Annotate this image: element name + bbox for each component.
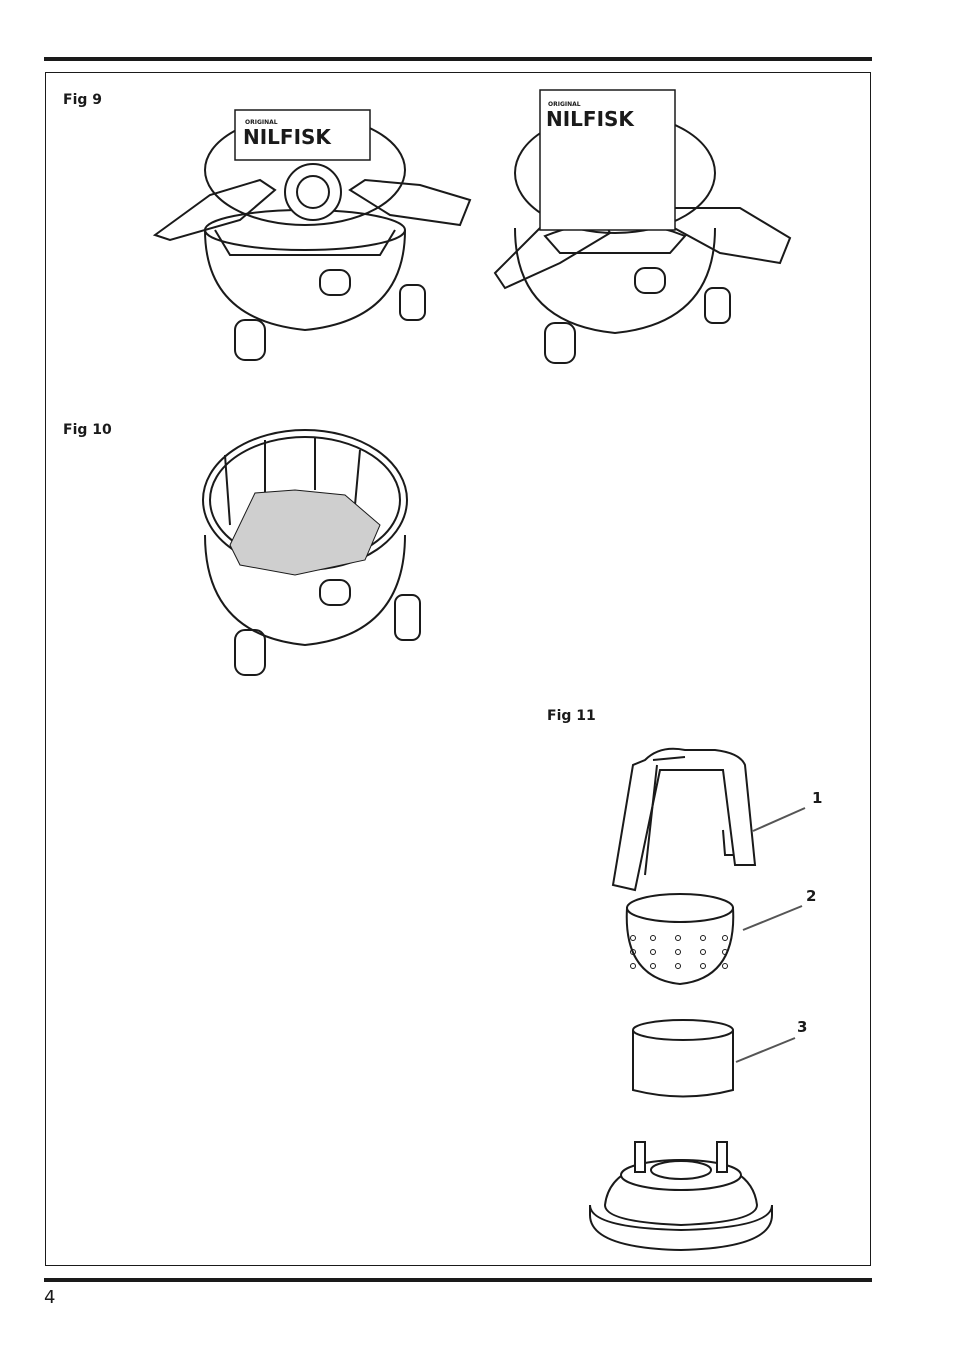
fig-11-part-3 — [632, 1019, 734, 1098]
fig-9-right-illustration: ORIGINAL NILFISK — [493, 89, 792, 364]
fig-9-right-bag-original-text: ORIGINAL — [548, 101, 581, 108]
top-rule — [44, 57, 872, 61]
fig-9-left-bag-original-text: ORIGINAL — [245, 119, 278, 126]
fig-11-part-2 — [625, 893, 735, 986]
fig-9-left-bag-brand-text: NILFISK — [243, 125, 332, 149]
fig-9-left-illustration: ORIGINAL NILFISK — [152, 109, 472, 361]
callout-1-arrow — [752, 807, 806, 832]
fig-10-label: Fig 10 — [63, 422, 112, 438]
figure-frame — [45, 72, 871, 1266]
callout-3: 3 — [797, 1018, 808, 1036]
fig-11-base-illustration — [589, 1141, 773, 1252]
bottom-rule — [44, 1278, 872, 1282]
callout-2: 2 — [806, 887, 817, 905]
callout-1: 1 — [812, 789, 823, 807]
page-number: 4 — [44, 1287, 56, 1308]
fig-11-part-1 — [611, 747, 757, 892]
callout-3-arrow — [735, 1037, 796, 1063]
fig-11-label: Fig 11 — [547, 708, 596, 724]
callout-2-arrow — [742, 905, 803, 931]
fig-10-illustration — [202, 429, 421, 676]
fig-9-label: Fig 9 — [63, 92, 102, 108]
fig-9-right-bag-brand-text: NILFISK — [546, 107, 635, 131]
